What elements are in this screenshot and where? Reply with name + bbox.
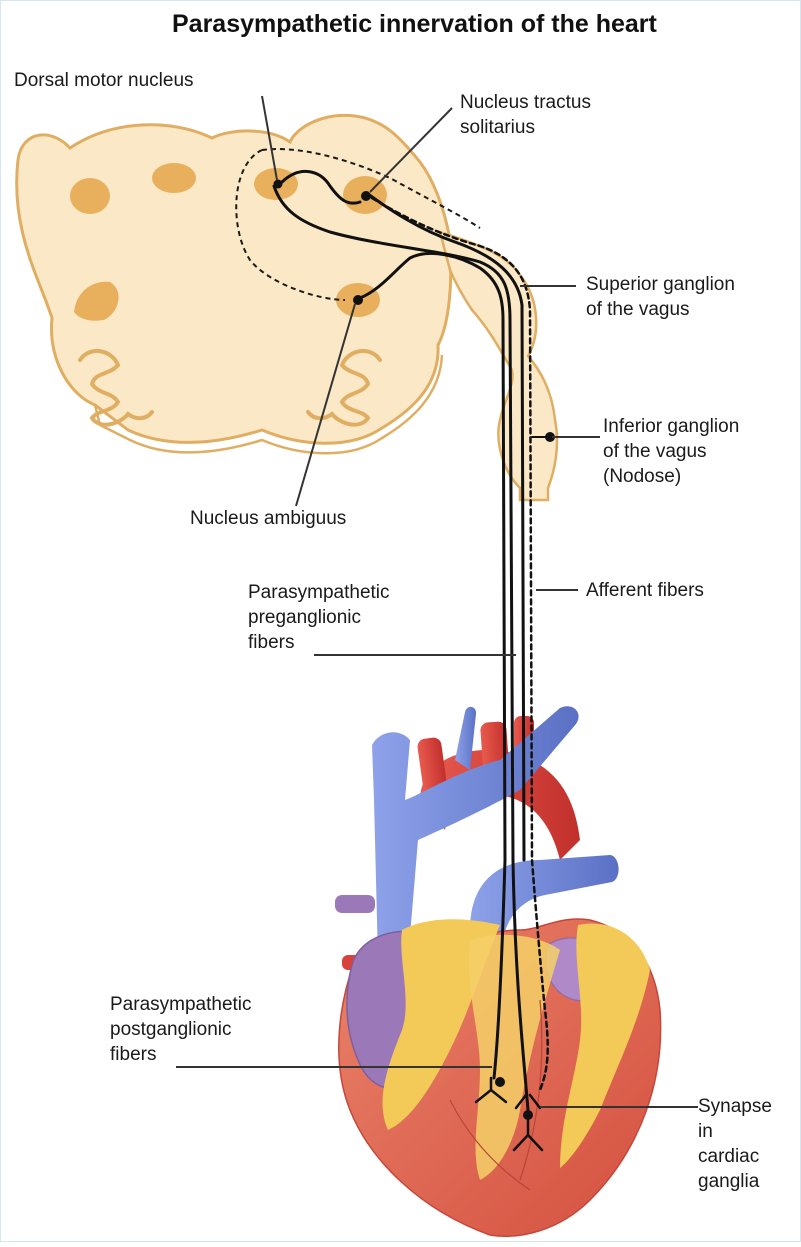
label-line: Superior ganglion [586,272,735,297]
label-line: of the vagus [586,297,735,322]
label-line: of the vagus [603,439,739,464]
label-line: fibers [248,630,390,655]
label-line: Synapse [698,1094,772,1119]
vessel-stub-left-1 [335,895,375,913]
label-nucleus-tractus-solitarius: Nucleus tractus solitarius [460,90,591,140]
label-inferior-ganglion: Inferior ganglion of the vagus (Nodose) [603,414,739,489]
label-nucleus-ambiguus: Nucleus ambiguus [190,506,346,531]
blob-upper-mid [152,163,196,193]
label-line: fibers [110,1042,252,1067]
neuron-postganglionic [495,1077,505,1087]
label-line: Inferior ganglion [603,414,739,439]
brainstem [17,115,557,500]
label-line: (Nodose) [603,464,739,489]
label-line: in [698,1119,772,1144]
neuron-dmn [274,180,283,189]
figure-title: Parasympathetic innervation of the heart [172,10,657,39]
vagus-nerve [440,232,557,500]
label-line: cardiac [698,1144,772,1169]
blob-upper-left [70,178,110,214]
label-dorsal-motor-nucleus: Dorsal motor nucleus [14,68,194,93]
label-superior-ganglion: Superior ganglion of the vagus [586,272,735,322]
label-postganglionic-fibers: Parasympathetic postganglionic fibers [110,992,252,1067]
heart [335,706,661,1236]
label-synapse: Synapse in cardiac ganglia [698,1094,772,1194]
label-line: Parasympathetic [110,992,252,1017]
label-line: postganglionic [110,1017,252,1042]
label-line: solitarius [460,115,591,140]
label-preganglionic-fibers: Parasympathetic preganglionic fibers [248,580,390,655]
label-line: ganglia [698,1169,772,1194]
label-afferent-fibers: Afferent fibers [586,578,704,603]
label-line: Nucleus tractus [460,90,591,115]
label-line: Parasympathetic [248,580,390,605]
neuron-ambiguus [353,295,363,305]
label-line: preganglionic [248,605,390,630]
neuron-nts [361,191,371,201]
